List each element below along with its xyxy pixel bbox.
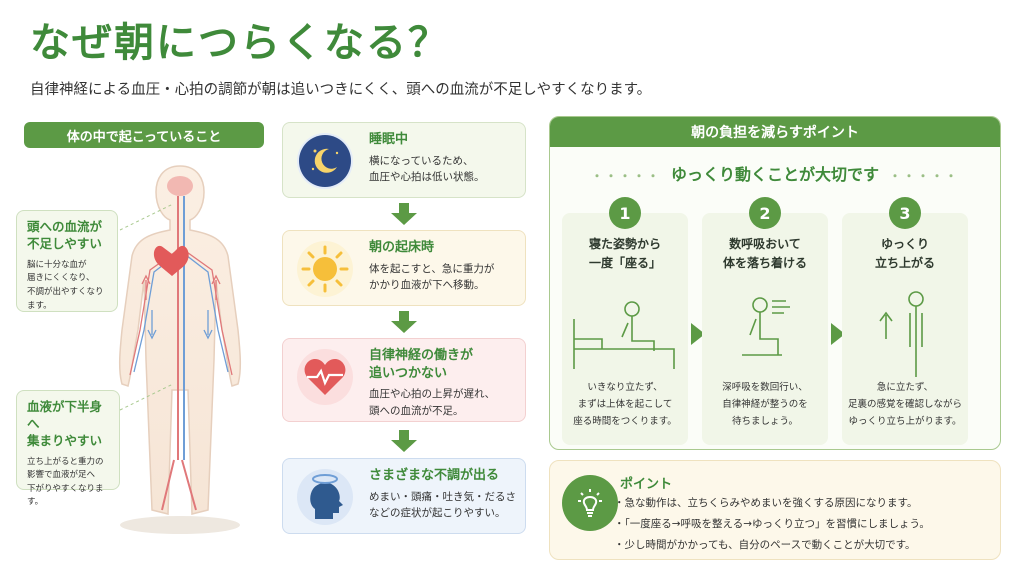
point-list-item: ・少し時間がかかっても、自分のペースで動くことが大切です。 [614, 539, 916, 551]
tips-subheading: ・・・・・ゆっくり動くことが大切です・・・・・ [550, 161, 1000, 185]
step-number-badge: 2 [749, 197, 781, 229]
callout-leader-line [119, 383, 174, 411]
tip-card-text: 急に立たず、 足裏の感覚を確認しながら ゆっくり立ち上がります。 [847, 382, 962, 428]
down-arrow-icon [391, 430, 417, 452]
tip-card-sit-first: 1 寝た姿勢から 一度「座る」 いきなり立たず、 まずは上体を起こして 座る時間… [562, 197, 688, 445]
down-arrow-icon [391, 311, 417, 333]
dizzy-head-icon [297, 469, 353, 525]
flow-step-autonomic-lag: 自律神経の働きが 追いつかない 血圧や心拍の上昇が遅れ、 頭への血流が不足。 [282, 338, 526, 422]
tip-card-title: 数呼吸おいて 体を落ち着ける [722, 237, 807, 270]
page-title: なぜ朝につらくなる？ [30, 20, 450, 66]
sitting-on-bed-illustration [573, 301, 675, 369]
callout-leader-line [119, 203, 174, 231]
point-list-item: ・「一度座る→呼吸を整える→ゆっくり立つ」を習慣にしましょう。 [614, 518, 930, 530]
callout-text: 脳に十分な血が 届きにくくなり、 不調が出やすくなります。 [27, 259, 104, 311]
downward-flow-arrows [147, 310, 213, 340]
tip-card-text: いきなり立たず、 まずは上体を起こして 座る時間をつくります。 [573, 382, 677, 428]
step-title: さまざまな不調が出る [369, 468, 500, 483]
right-arrow-icon [691, 323, 705, 345]
right-arrow-icon [831, 323, 845, 345]
callout-head-blood-flow: 頭への血流が 不足しやすい 脳に十分な血が 届きにくくなり、 不調が出やすくなり… [16, 210, 118, 312]
step-number-badge: 3 [889, 197, 921, 229]
callout-title: 頭への血流が 不足しやすい [27, 219, 103, 251]
point-box: ポイント ・急な動作は、立ちくらみやめまいを強くする原因になります。 ・「一度座… [549, 460, 1001, 560]
moon-stars-icon [297, 133, 353, 189]
step-title: 朝の起床時 [369, 240, 435, 255]
flow-step-waking: 朝の起床時 体を起こすと、急に重力が かかり血液が下へ移動。 [282, 230, 526, 306]
heart-shape [153, 245, 189, 276]
deep-breathing-illustration [742, 297, 790, 356]
heart-pulse-icon [297, 349, 353, 405]
step-text: 血圧や心拍の上昇が遅れ、 頭への血流が不足。 [369, 388, 496, 417]
flow-step-symptoms: さまざまな不調が出る めまい・頭痛・吐き気・だるさ などの症状が起こりやすい。 [282, 458, 526, 534]
standing-up-illustration [879, 291, 924, 377]
tip-card-stand-slowly: 3 ゆっくり 立ち上がる 急に立たず、 足裏の感覚を確認しながら ゆっくり立ち上… [842, 197, 968, 445]
decorative-dots: ・・・・・ [590, 169, 661, 183]
lightbulb-icon [562, 475, 618, 531]
callout-lower-body-blood: 血液が下半身へ 集まりやすい 立ち上がると重力の 影響で血液が足へ 下がりやすく… [16, 390, 120, 507]
step-text: 横になっているため、 血圧や心拍は低い状態。 [369, 154, 485, 184]
point-list: ・急な動作は、立ちくらみやめまいを強くする原因になります。 ・「一度座る→呼吸を… [614, 493, 930, 556]
point-title: ポイント [620, 477, 673, 492]
tip-card-breathe: 2 数呼吸おいて 体を落ち着ける 深呼吸を数回行い、 自律神経が整うのを 待ちま… [702, 197, 828, 445]
tip-card-title: 寝た姿勢から 一度「座る」 [588, 237, 661, 270]
callout-title: 血液が下半身へ 集まりやすい [27, 399, 103, 448]
tips-subheading-text: ゆっくり動くことが大切です [670, 165, 879, 184]
step-number-badge: 1 [609, 197, 641, 229]
tips-panel: 朝の負担を減らすポイント ・・・・・ゆっくり動くことが大切です・・・・・ 1 寝… [549, 116, 1001, 450]
step-title: 睡眠中 [369, 132, 409, 147]
callout-text: 立ち上がると重力の 影響で血液が足へ 下がりやすくなります。 [27, 456, 104, 508]
upward-flow-arrows [141, 274, 221, 300]
body-section-header: 体の中で起こっていること [24, 122, 264, 148]
page-subtitle: 自律神経による血圧・心拍の調節が朝は追いつきにくく、頭への血流が不足しやすくなり… [30, 82, 652, 98]
step-text: めまい・頭痛・吐き気・だるさ などの症状が起こりやすい。 [369, 490, 516, 520]
down-arrow-icon [391, 203, 417, 225]
step-text: 体を起こすと、急に重力が かかり血液が下へ移動。 [369, 262, 495, 292]
sun-icon [297, 241, 353, 297]
decorative-dots: ・・・・・ [889, 169, 960, 183]
tips-panel-header: 朝の負担を減らすポイント [550, 117, 1000, 147]
tip-card-title: ゆっくり 立ち上がる [874, 237, 935, 270]
tip-card-text: 深呼吸を数回行い、 自律神経が整うのを 待ちましょう。 [722, 382, 808, 428]
human-body-illustration [118, 165, 242, 534]
flow-step-sleeping: 睡眠中 横になっているため、 血圧や心拍は低い状態。 [282, 122, 526, 198]
point-list-item: ・急な動作は、立ちくらみやめまいを強くする原因になります。 [614, 497, 918, 509]
brain-shape [167, 176, 193, 196]
step-title: 自律神経の働きが 追いつかない [369, 348, 474, 381]
